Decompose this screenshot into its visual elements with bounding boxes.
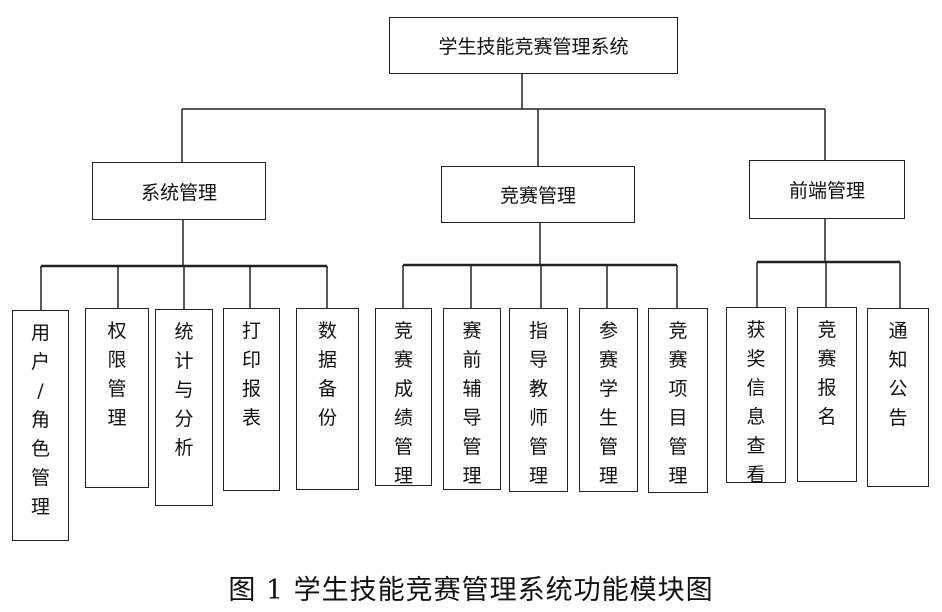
leaf-node-char: 色 (30, 438, 50, 460)
leaf-node-char: 竞 (668, 320, 688, 342)
group-node-competition: 竞赛管理 (441, 166, 635, 223)
leaf-node-char: 限 (107, 349, 127, 371)
leaf-node-char: 管 (30, 467, 50, 489)
leaf-node-char: 析 (174, 437, 194, 459)
leaf-node-char: 报 (817, 377, 837, 399)
leaf-node-char: 表 (241, 407, 261, 429)
leaf-node-char: 数 (317, 320, 337, 342)
leaf-node-char: 理 (393, 465, 413, 487)
connector-lines (40, 74, 901, 310)
leaf-node-char: 管 (598, 436, 618, 458)
leaf-node-char: 学 (598, 378, 618, 400)
leaf-node: 竞赛成绩管理 (375, 308, 432, 487)
root-node: 学生技能竞赛管理系统 (389, 17, 678, 74)
leaf-node-char: 绩 (393, 407, 413, 429)
leaf-node-char: 竞 (393, 320, 413, 342)
leaf-node: 权限管理 (85, 308, 149, 488)
leaf-node-char: 理 (30, 496, 50, 518)
leaf-node: 统计与分析 (155, 309, 213, 506)
leaf-node-char: 报 (241, 378, 261, 400)
leaf-node-char: 备 (317, 378, 337, 400)
leaf-node-char: 理 (528, 465, 548, 487)
leaf-node-char: 赛 (668, 349, 688, 371)
leaf-node-char: 赛 (462, 320, 482, 342)
leaf-node-char: 用 (30, 322, 50, 344)
leaf-node: 赛前辅导管理 (443, 308, 501, 490)
leaf-node-char: 统 (174, 321, 194, 343)
group-node-label: 竞赛管理 (499, 185, 576, 207)
leaf-node-char: 户 (30, 351, 50, 373)
leaf-node-char: 角 (30, 409, 50, 431)
leaf-node-char: 理 (668, 465, 688, 487)
leaf-node-char: 管 (528, 436, 548, 458)
leaf-node: 用户 / 角色管理 (12, 310, 69, 541)
leaf-node-char: / (37, 380, 44, 402)
leaf-node-char: 赛 (598, 349, 618, 371)
leaf-node-char: 参 (598, 320, 618, 342)
leaf-node-char: 与 (174, 379, 194, 401)
leaf-node: 打印报表 (223, 308, 280, 491)
leaf-node-char: 教 (528, 378, 548, 400)
leaf-node-char: 名 (817, 406, 837, 428)
leaf-node-char: 管 (462, 436, 482, 458)
group-node-label: 系统管理 (140, 181, 217, 204)
leaf-node-char: 查 (746, 435, 766, 457)
leaf-node-char: 竞 (817, 319, 837, 341)
leaf-node-char: 公 (888, 378, 908, 400)
leaf-node: 数据备份 (296, 308, 359, 490)
leaf-node: 参赛学生管理 (579, 308, 638, 492)
leaf-node-char: 管 (107, 378, 127, 400)
root-node-label: 学生技能竞赛管理系统 (438, 36, 629, 58)
figure-caption: 图 1 学生技能竞赛管理系统功能模块图 (228, 575, 714, 606)
leaf-node: 竞赛报名 (797, 307, 857, 482)
leaf-node-char: 成 (393, 378, 413, 400)
leaf-node-char: 管 (393, 436, 413, 458)
leaf-node-char: 赛 (817, 348, 837, 370)
leaf-node-char: 息 (746, 406, 766, 428)
leaf-node-char: 据 (317, 349, 337, 371)
leaf-node-char: 信 (746, 377, 766, 399)
group-node-system: 系统管理 (92, 162, 266, 220)
group-node-frontend: 前端管理 (749, 160, 905, 219)
leaf-node-char: 告 (888, 407, 908, 429)
leaf-node-char: 指 (528, 320, 548, 342)
leaf-node-char: 知 (888, 349, 908, 371)
leaf-node-char: 印 (241, 349, 261, 371)
leaf-node-char: 奖 (746, 348, 766, 370)
leaf-node-char: 师 (528, 407, 548, 429)
leaf-node-char: 计 (174, 350, 194, 372)
leaf-node-char: 目 (668, 407, 688, 429)
leaf-node-char: 通 (888, 320, 908, 342)
leaf-node-char: 理 (462, 465, 482, 487)
leaf-node-char: 管 (668, 436, 688, 458)
leaf-node-char: 获 (746, 319, 766, 341)
leaf-node-char: 导 (528, 349, 548, 371)
leaf-node-char: 理 (107, 407, 127, 429)
leaf-node: 指导教师管理 (509, 308, 568, 492)
leaf-node-char: 权 (107, 320, 127, 342)
leaf-node-char: 打 (241, 320, 261, 342)
leaf-node: 获奖信息查看 (726, 307, 786, 486)
leaf-node: 竞赛项目管理 (648, 308, 708, 493)
leaf-node-char: 前 (462, 349, 482, 371)
leaf-node-char: 分 (174, 408, 194, 430)
leaf-node-char: 赛 (393, 349, 413, 371)
group-node-label: 前端管理 (788, 180, 865, 202)
leaf-node-char: 生 (598, 407, 618, 429)
leaf-node-char: 份 (317, 407, 337, 429)
leaf-node-char: 导 (462, 407, 482, 429)
leaf-node-char: 理 (598, 465, 618, 487)
leaf-node-char: 看 (746, 464, 766, 486)
leaf-node-char: 项 (668, 378, 688, 400)
leaf-node: 通知公告 (867, 308, 929, 487)
leaf-node-char: 辅 (462, 378, 482, 400)
